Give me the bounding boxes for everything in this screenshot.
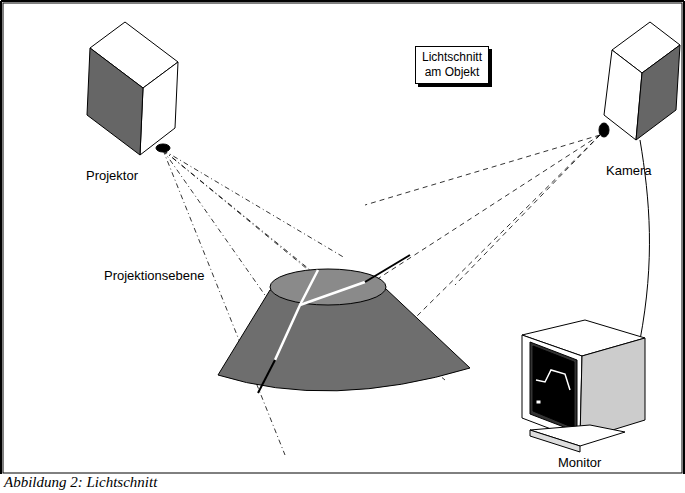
monitor-illustration bbox=[522, 320, 645, 452]
title-box: Lichtschnitt am Objekt bbox=[415, 46, 489, 84]
light-rays bbox=[163, 150, 445, 455]
part-label: Projektionsebene bbox=[104, 268, 204, 283]
light-section bbox=[275, 270, 318, 360]
camera-illustration bbox=[599, 22, 680, 140]
part-label: Projektor bbox=[86, 168, 138, 183]
figure-caption: Abbildung 2: Lichtschnitt bbox=[4, 474, 157, 491]
projector-illustration bbox=[87, 22, 178, 155]
frame bbox=[3, 3, 682, 473]
object-cone bbox=[218, 269, 470, 391]
part-label: Monitor bbox=[558, 455, 601, 470]
part-label: Kamera bbox=[606, 163, 652, 178]
box-text: Lichtschnitt am Objekt bbox=[422, 50, 482, 80]
